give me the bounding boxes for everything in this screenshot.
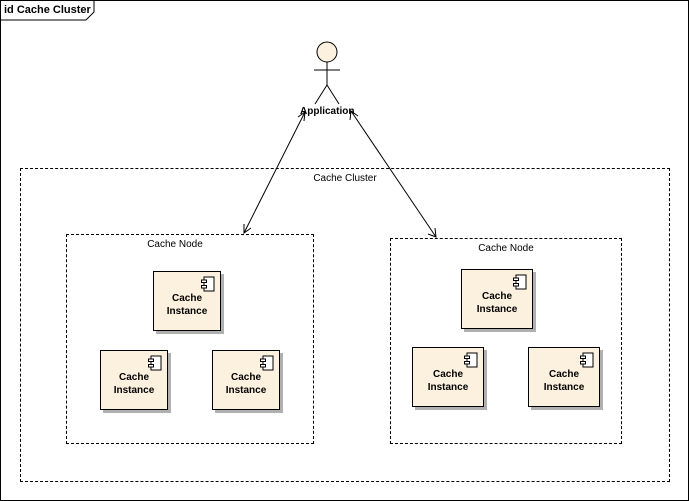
association-left-arrowhead-bottom (243, 224, 252, 234)
cache-instance-label: Cache Instance (543, 369, 585, 393)
cache-node-1-label: Cache Node (147, 239, 203, 250)
cache-instance-node1-2[interactable]: Cache Instance (100, 350, 168, 410)
cache-instance-node2-3[interactable]: Cache Instance (528, 347, 600, 407)
frame-tab-outline (1, 1, 95, 21)
cache-node-1: Cache Node (66, 234, 314, 444)
actor-head (316, 41, 338, 63)
cache-instance-label: Cache Instance (225, 372, 267, 396)
cache-instance-node1-1[interactable]: Cache Instance (153, 271, 221, 331)
association-left-arrowhead-top (297, 110, 306, 122)
cache-cluster: Cache Cluster (20, 168, 670, 482)
cache-instance-label: Cache Instance (427, 369, 469, 393)
cache-instance-label: Cache Instance (166, 293, 208, 317)
frame-title: id Cache Cluster (4, 4, 91, 16)
cache-cluster-label: Cache Cluster (313, 173, 377, 184)
association-right-line (350, 110, 437, 238)
cache-node-2-label: Cache Node (478, 243, 534, 254)
association-right-arrowhead-top (349, 110, 359, 121)
cache-instance-label: Cache Instance (476, 291, 518, 315)
component-icon (201, 276, 215, 292)
cache-instance-node2-2[interactable]: Cache Instance (412, 347, 484, 407)
association-left-line (243, 111, 306, 234)
cache-node-2: Cache Node (390, 238, 622, 444)
cache-instance-node1-3[interactable]: Cache Instance (212, 350, 280, 410)
actor-figure (314, 41, 340, 105)
component-icon (260, 355, 274, 371)
actor-left-leg (314, 84, 328, 105)
cache-instance-label: Cache Instance (113, 372, 155, 396)
component-icon (580, 352, 594, 368)
component-icon (513, 274, 527, 290)
component-icon (464, 352, 478, 368)
cache-instance-node2-1[interactable]: Cache Instance (461, 269, 533, 329)
actor-right-leg (326, 84, 340, 105)
component-icon (148, 355, 162, 371)
actor-label: Application (300, 106, 355, 117)
association-right-arrowhead-bottom (427, 227, 437, 238)
